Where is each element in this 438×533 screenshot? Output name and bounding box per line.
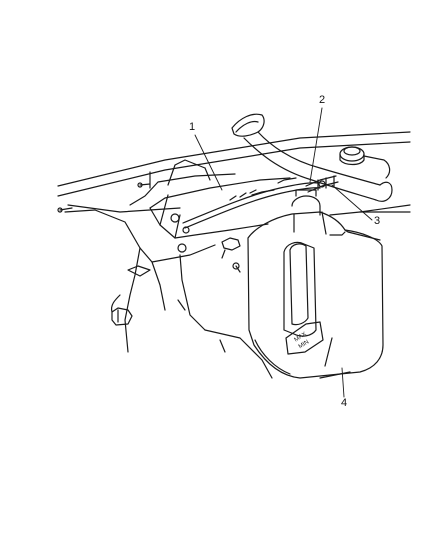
fastener-bolts — [57, 182, 241, 273]
callout-label-4: 4 — [341, 397, 348, 409]
callout-label-2: 2 — [319, 94, 326, 106]
washer-reservoir-tank — [247, 189, 384, 379]
washer-hose — [182, 177, 321, 229]
splash-shield — [110, 265, 151, 326]
mounting-bracket — [149, 159, 291, 239]
callout-leaders — [194, 107, 373, 398]
reservoir-min-mark: MIN — [298, 339, 311, 350]
filler-neck-tube — [231, 113, 393, 202]
reservoir-cap — [339, 146, 391, 179]
callout-label-3: 3 — [374, 215, 381, 227]
callout-label-1: 1 — [189, 121, 196, 133]
vehicle-body-structure — [57, 131, 411, 379]
reservoir-max-mark: MAX — [294, 331, 308, 343]
